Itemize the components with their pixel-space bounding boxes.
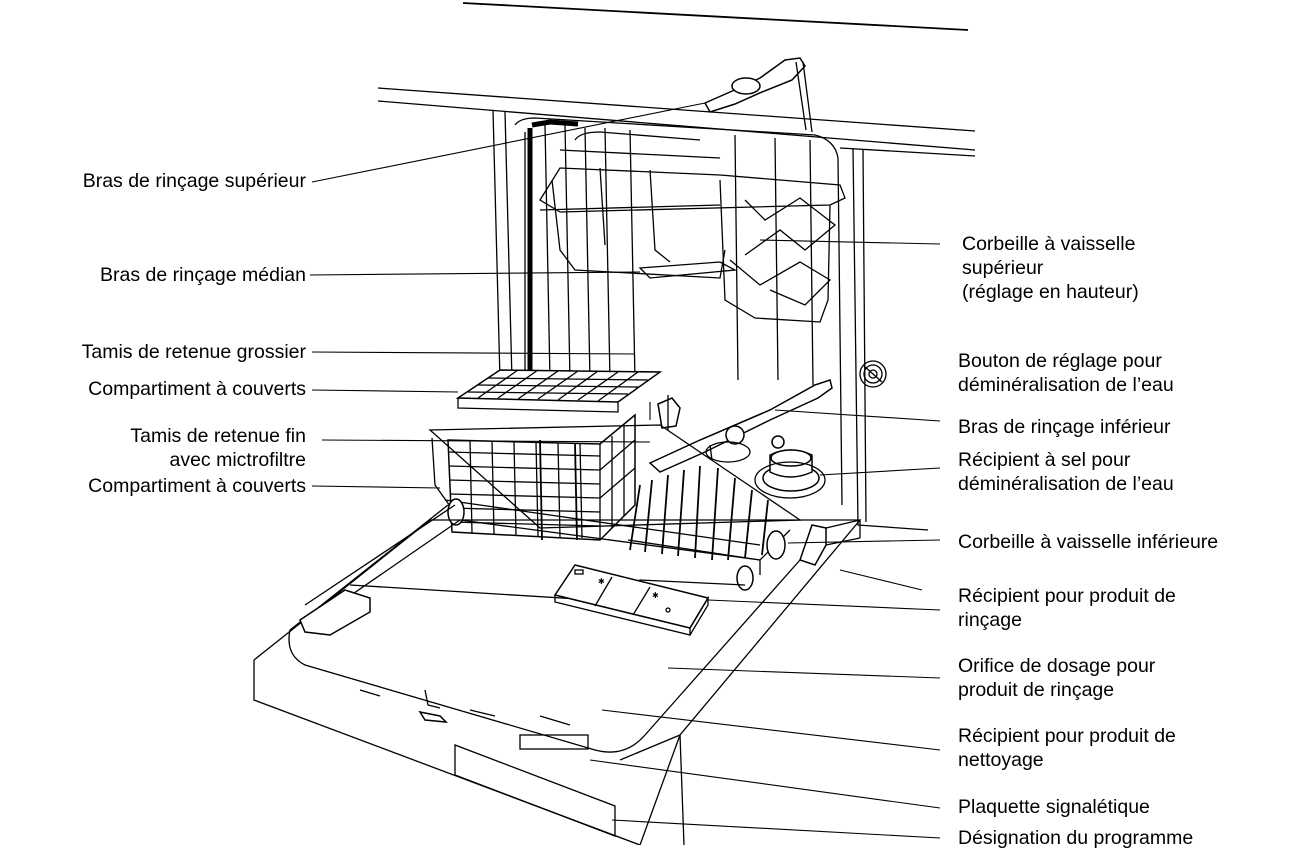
label-softener-button: Bouton de réglage pour déminéralisation … [958,350,1174,396]
label-rating-plate: Plaquette signalétique [958,796,1150,818]
label-cutlery-compartment-1: Compartiment à couverts [88,378,306,400]
label-upper-basket: Corbeille à vaisselle supérieur (réglage… [962,233,1139,303]
label-middle-spray-arm: Bras de rinçage médian [100,264,306,286]
svg-text:✱: ✱ [652,591,659,600]
water-softener-dial-icon [859,360,887,388]
label-lower-basket: Corbeille à vaisselle inférieure [958,531,1219,553]
label-fine-filter: Tamis de retenue fin avec mictrofiltre [130,425,306,471]
label-upper-spray-arm: Bras de rinçage supérieur [82,170,306,192]
label-rinse-aid-dosing: Orifice de dosage pour produit de rinçag… [958,655,1156,701]
svg-text:✱: ✱ [598,577,605,586]
label-detergent-container: Récipient pour produit de nettoyage [958,725,1176,771]
label-cutlery-compartment-2: Compartiment à couverts [88,475,306,497]
label-coarse-filter: Tamis de retenue grossier [81,341,306,363]
label-rinse-aid-container: Récipient pour produit de rinçage [958,585,1176,631]
detergent-dispenser-icon: ✱ ✱ [553,564,710,636]
label-lower-spray-arm: Bras de rinçage inférieur [958,416,1171,438]
label-salt-container: Récipient à sel pour déminéralisation de… [958,449,1174,495]
label-program-designation: Désignation du programme [958,827,1194,849]
